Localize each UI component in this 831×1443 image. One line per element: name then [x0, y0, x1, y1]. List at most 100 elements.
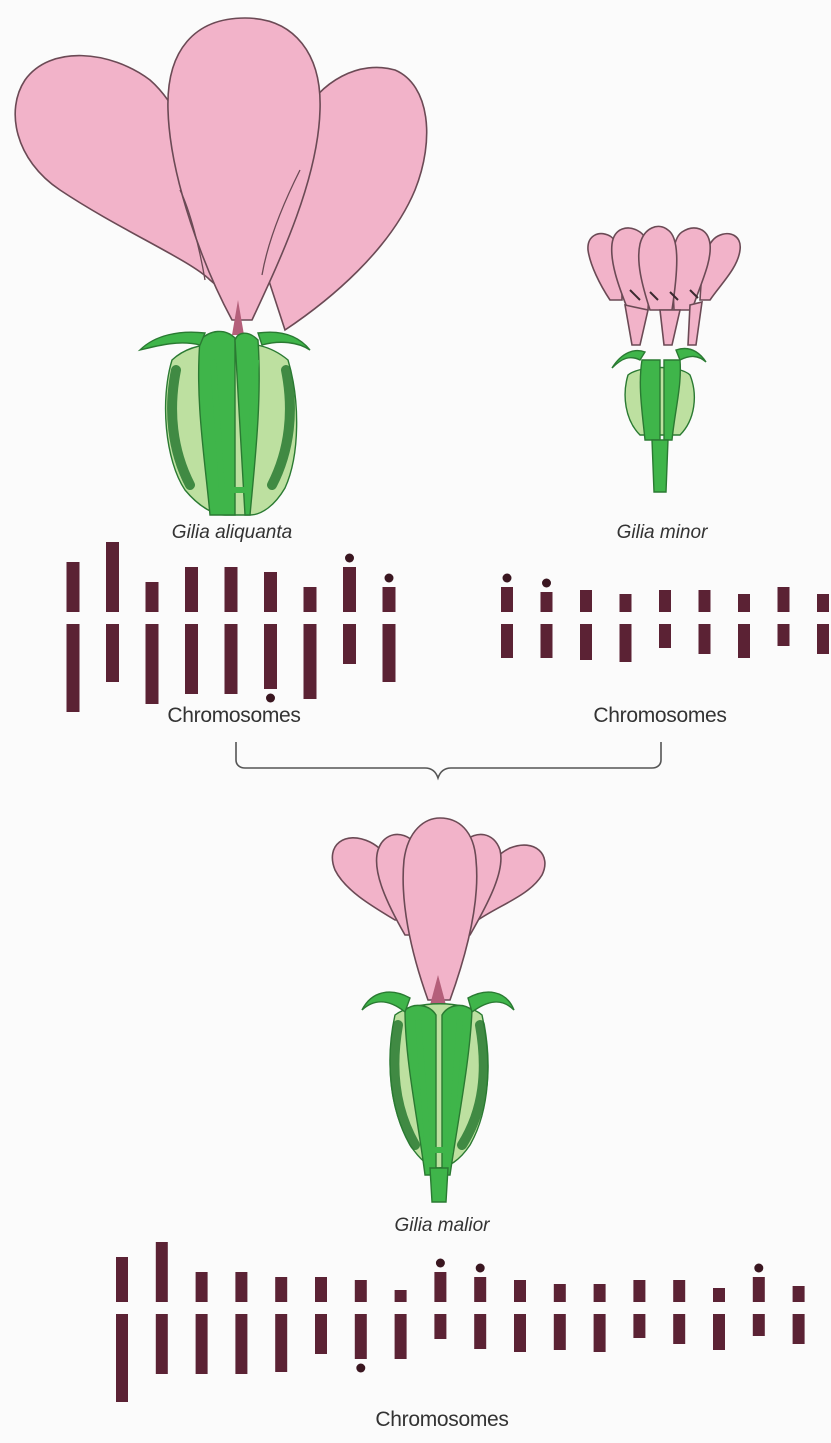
malior-sepal-tip-left — [362, 992, 410, 1012]
chromosome-aliquanta-5-arm-top — [225, 567, 238, 612]
chromosome-malior-10-arm-bottom — [474, 1314, 486, 1349]
chromosome-malior-15-arm-bottom — [673, 1314, 685, 1344]
chromosome-malior-9-arm-top — [434, 1272, 446, 1302]
chromosome-malior-12-arm-bottom — [554, 1314, 566, 1350]
chromosome-minor-1-satellite-top — [503, 574, 512, 583]
chromosome-minor-8-arm-top — [778, 587, 790, 612]
minor-sepal — [640, 360, 660, 440]
malior-stem — [430, 1168, 448, 1202]
chromosome-aliquanta-9-arm-bottom — [383, 624, 396, 682]
chromosome-malior-9-arm-bottom — [434, 1314, 446, 1339]
chromosome-minor-7-arm-top — [738, 594, 750, 612]
chromosome-malior-1-arm-top — [116, 1257, 128, 1302]
chromosome-malior-10-arm-top — [474, 1277, 486, 1302]
chromosome-aliquanta-9-satellite-top — [385, 574, 394, 583]
hybrid-bracket — [236, 742, 661, 778]
chromosome-minor-8-arm-bottom — [778, 624, 790, 646]
chromosome-malior-15-arm-top — [673, 1280, 685, 1302]
chromosome-malior-5-arm-bottom — [275, 1314, 287, 1372]
chromosome-aliquanta-8-arm-bottom — [343, 624, 356, 664]
chromosome-aliquanta-6-arm-top — [264, 572, 277, 612]
chromosome-malior-17-satellite-top — [754, 1264, 763, 1273]
chromosome-malior-14-arm-top — [633, 1280, 645, 1302]
chromosome-minor-4-arm-top — [620, 594, 632, 612]
gilia-minor-flower — [588, 226, 740, 492]
chromosome-malior-8-arm-bottom — [395, 1314, 407, 1359]
minor-stem — [652, 440, 668, 492]
chromosome-aliquanta-4-arm-bottom — [185, 624, 198, 694]
chromosome-minor-9-arm-bottom — [817, 624, 829, 654]
chromosome-malior-18-arm-top — [793, 1286, 805, 1302]
chromosome-aliquanta-2-arm-top — [106, 542, 119, 612]
chromosome-minor-5-arm-top — [659, 590, 671, 612]
chromosome-malior-11-arm-top — [514, 1280, 526, 1302]
gilia-malior-flower — [332, 818, 545, 1202]
chromosome-malior-4-arm-top — [235, 1272, 247, 1302]
species-label-gilia-minor: Gilia minor — [617, 522, 708, 544]
chromosome-minor-5-arm-bottom — [659, 624, 671, 648]
chromosome-malior-11-arm-bottom — [514, 1314, 526, 1352]
chromosome-malior-16-arm-top — [713, 1288, 725, 1302]
chromosome-malior-13-arm-top — [594, 1284, 606, 1302]
chromosome-aliquanta-1-arm-top — [67, 562, 80, 612]
chromosomes-label-aliquanta: Chromosomes — [167, 704, 300, 728]
chromosome-aliquanta-5-arm-bottom — [225, 624, 238, 694]
chromosome-minor-6-arm-top — [699, 590, 711, 612]
chromosome-minor-2-satellite-top — [542, 579, 551, 588]
chromosome-malior-7-satellite-bottom — [356, 1364, 365, 1373]
chromosome-aliquanta-1-arm-bottom — [67, 624, 80, 712]
chromosome-malior-9-satellite-top — [436, 1259, 445, 1268]
chromosomes-label-minor: Chromosomes — [593, 704, 726, 728]
chromosome-malior-17-arm-bottom — [753, 1314, 765, 1336]
chromosome-minor-1-arm-bottom — [501, 624, 513, 658]
chromosome-aliquanta-9-arm-top — [383, 587, 396, 612]
chromosome-malior-16-arm-bottom — [713, 1314, 725, 1350]
chromosome-set-gilia-aliquanta — [67, 542, 396, 712]
gilia-aliquanta-flower — [15, 18, 427, 515]
chromosome-aliquanta-2-arm-bottom — [106, 624, 119, 682]
chromosome-aliquanta-3-arm-top — [146, 582, 159, 612]
chromosome-aliquanta-6-satellite-bottom — [266, 694, 275, 703]
chromosome-malior-17-arm-top — [753, 1277, 765, 1302]
chromosome-malior-3-arm-bottom — [196, 1314, 208, 1374]
species-label-gilia-aliquanta: Gilia aliquanta — [172, 522, 292, 544]
chromosome-minor-7-arm-bottom — [738, 624, 750, 658]
chromosome-minor-9-arm-top — [817, 594, 829, 612]
chromosome-aliquanta-3-arm-bottom — [146, 624, 159, 704]
chromosome-malior-7-arm-top — [355, 1280, 367, 1302]
minor-sepal-tip-right — [676, 349, 706, 363]
chromosome-malior-3-arm-top — [196, 1272, 208, 1302]
chromosome-aliquanta-7-arm-top — [304, 587, 317, 612]
chromosome-malior-8-arm-top — [395, 1290, 407, 1302]
chromosome-minor-1-arm-top — [501, 587, 513, 612]
chromosome-minor-3-arm-top — [580, 590, 592, 612]
chromosomes-label-malior: Chromosomes — [375, 1408, 508, 1432]
chromosome-minor-2-arm-bottom — [541, 624, 553, 658]
chromosome-malior-6-arm-bottom — [315, 1314, 327, 1354]
chromosome-malior-7-arm-bottom — [355, 1314, 367, 1359]
chromosome-malior-12-arm-top — [554, 1284, 566, 1302]
minor-sepal-tip-left — [612, 351, 645, 368]
chromosome-set-gilia-minor — [501, 574, 829, 663]
chromosome-set-gilia-malior — [116, 1242, 805, 1402]
chromosome-aliquanta-8-satellite-top — [345, 554, 354, 563]
chromosome-aliquanta-8-arm-top — [343, 567, 356, 612]
chromosome-aliquanta-4-arm-top — [185, 567, 198, 612]
chromosome-malior-5-arm-top — [275, 1277, 287, 1302]
chromosome-malior-4-arm-bottom — [235, 1314, 247, 1374]
chromosome-minor-4-arm-bottom — [620, 624, 632, 662]
chromosome-minor-2-arm-top — [541, 592, 553, 612]
malior-petal-center — [403, 818, 477, 1000]
chromosome-malior-10-satellite-top — [476, 1264, 485, 1273]
chromosome-minor-3-arm-bottom — [580, 624, 592, 660]
chromosome-malior-2-arm-top — [156, 1242, 168, 1302]
chromosome-malior-18-arm-bottom — [793, 1314, 805, 1344]
chromosome-minor-6-arm-bottom — [699, 624, 711, 654]
chromosome-malior-6-arm-top — [315, 1277, 327, 1302]
species-label-gilia-malior: Gilia malior — [394, 1215, 489, 1237]
chromosome-aliquanta-7-arm-bottom — [304, 624, 317, 699]
chromosome-malior-14-arm-bottom — [633, 1314, 645, 1338]
chromosome-malior-13-arm-bottom — [594, 1314, 606, 1352]
chromosome-malior-1-arm-bottom — [116, 1314, 128, 1402]
